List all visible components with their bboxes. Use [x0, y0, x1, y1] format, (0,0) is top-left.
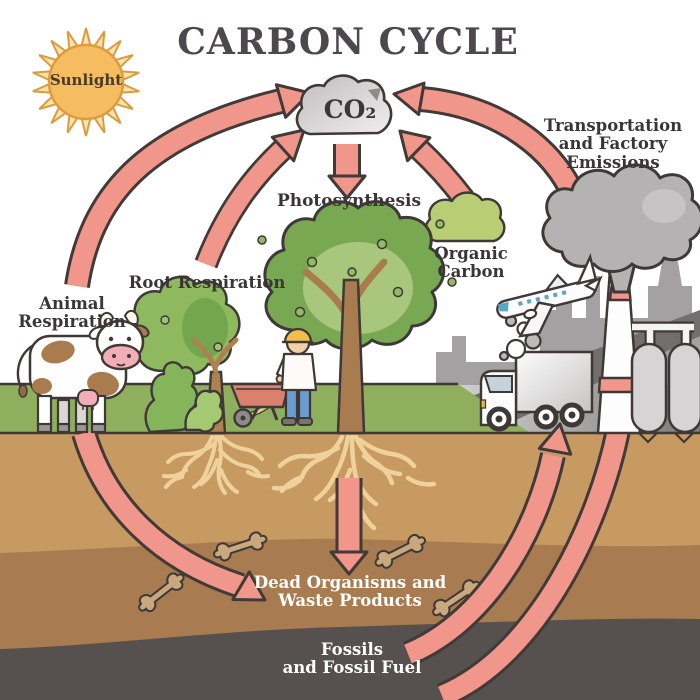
arrow-surface-to-dead-organisms — [71, 429, 267, 602]
arrow-fossils-to-factory-1 — [402, 422, 573, 667]
page-title: CARBON CYCLE — [177, 21, 519, 63]
big-tree-icon — [257, 200, 457, 435]
roots-small-tree — [162, 435, 270, 495]
arrow-root-to-co2 — [194, 128, 306, 269]
arrow-organic-to-co2 — [398, 129, 474, 207]
co2-cloud-icon — [295, 74, 393, 136]
photosynthesis-label: Photosynthesis — [276, 191, 422, 211]
dead-organisms-label: Dead Organisms and Waste Products — [253, 573, 447, 611]
arrow-co2-to-photosynthesis — [327, 144, 367, 200]
storage-tanks-icon — [630, 342, 700, 444]
arrow-animal-to-co2 — [64, 83, 312, 289]
fossils-label: Fossils and Fossil Fuel — [282, 640, 422, 678]
transport-emissions-label: Transportation and Factory Emissions — [543, 116, 683, 172]
co2-label: CO₂ — [323, 95, 377, 124]
sun-icon — [30, 27, 142, 137]
root-respiration-label: Root Respiration — [128, 273, 286, 292]
organic-carbon-cloud-icon — [424, 191, 506, 243]
truck-icon — [479, 350, 594, 432]
person-icon — [275, 327, 318, 426]
smoke-cloud-icon — [541, 163, 700, 294]
bushes-icon — [144, 361, 225, 434]
animal-respiration-label: Animal Respiration — [18, 294, 126, 332]
cow-icon — [16, 309, 150, 434]
arrow-roots-to-dead-organisms — [329, 478, 369, 576]
organic-carbon-label: Organic Carbon — [434, 244, 508, 282]
arrow-emissions-to-co2 — [392, 81, 582, 195]
sunlight-label: Sunlight — [49, 71, 123, 89]
airplane-icon — [496, 253, 603, 338]
